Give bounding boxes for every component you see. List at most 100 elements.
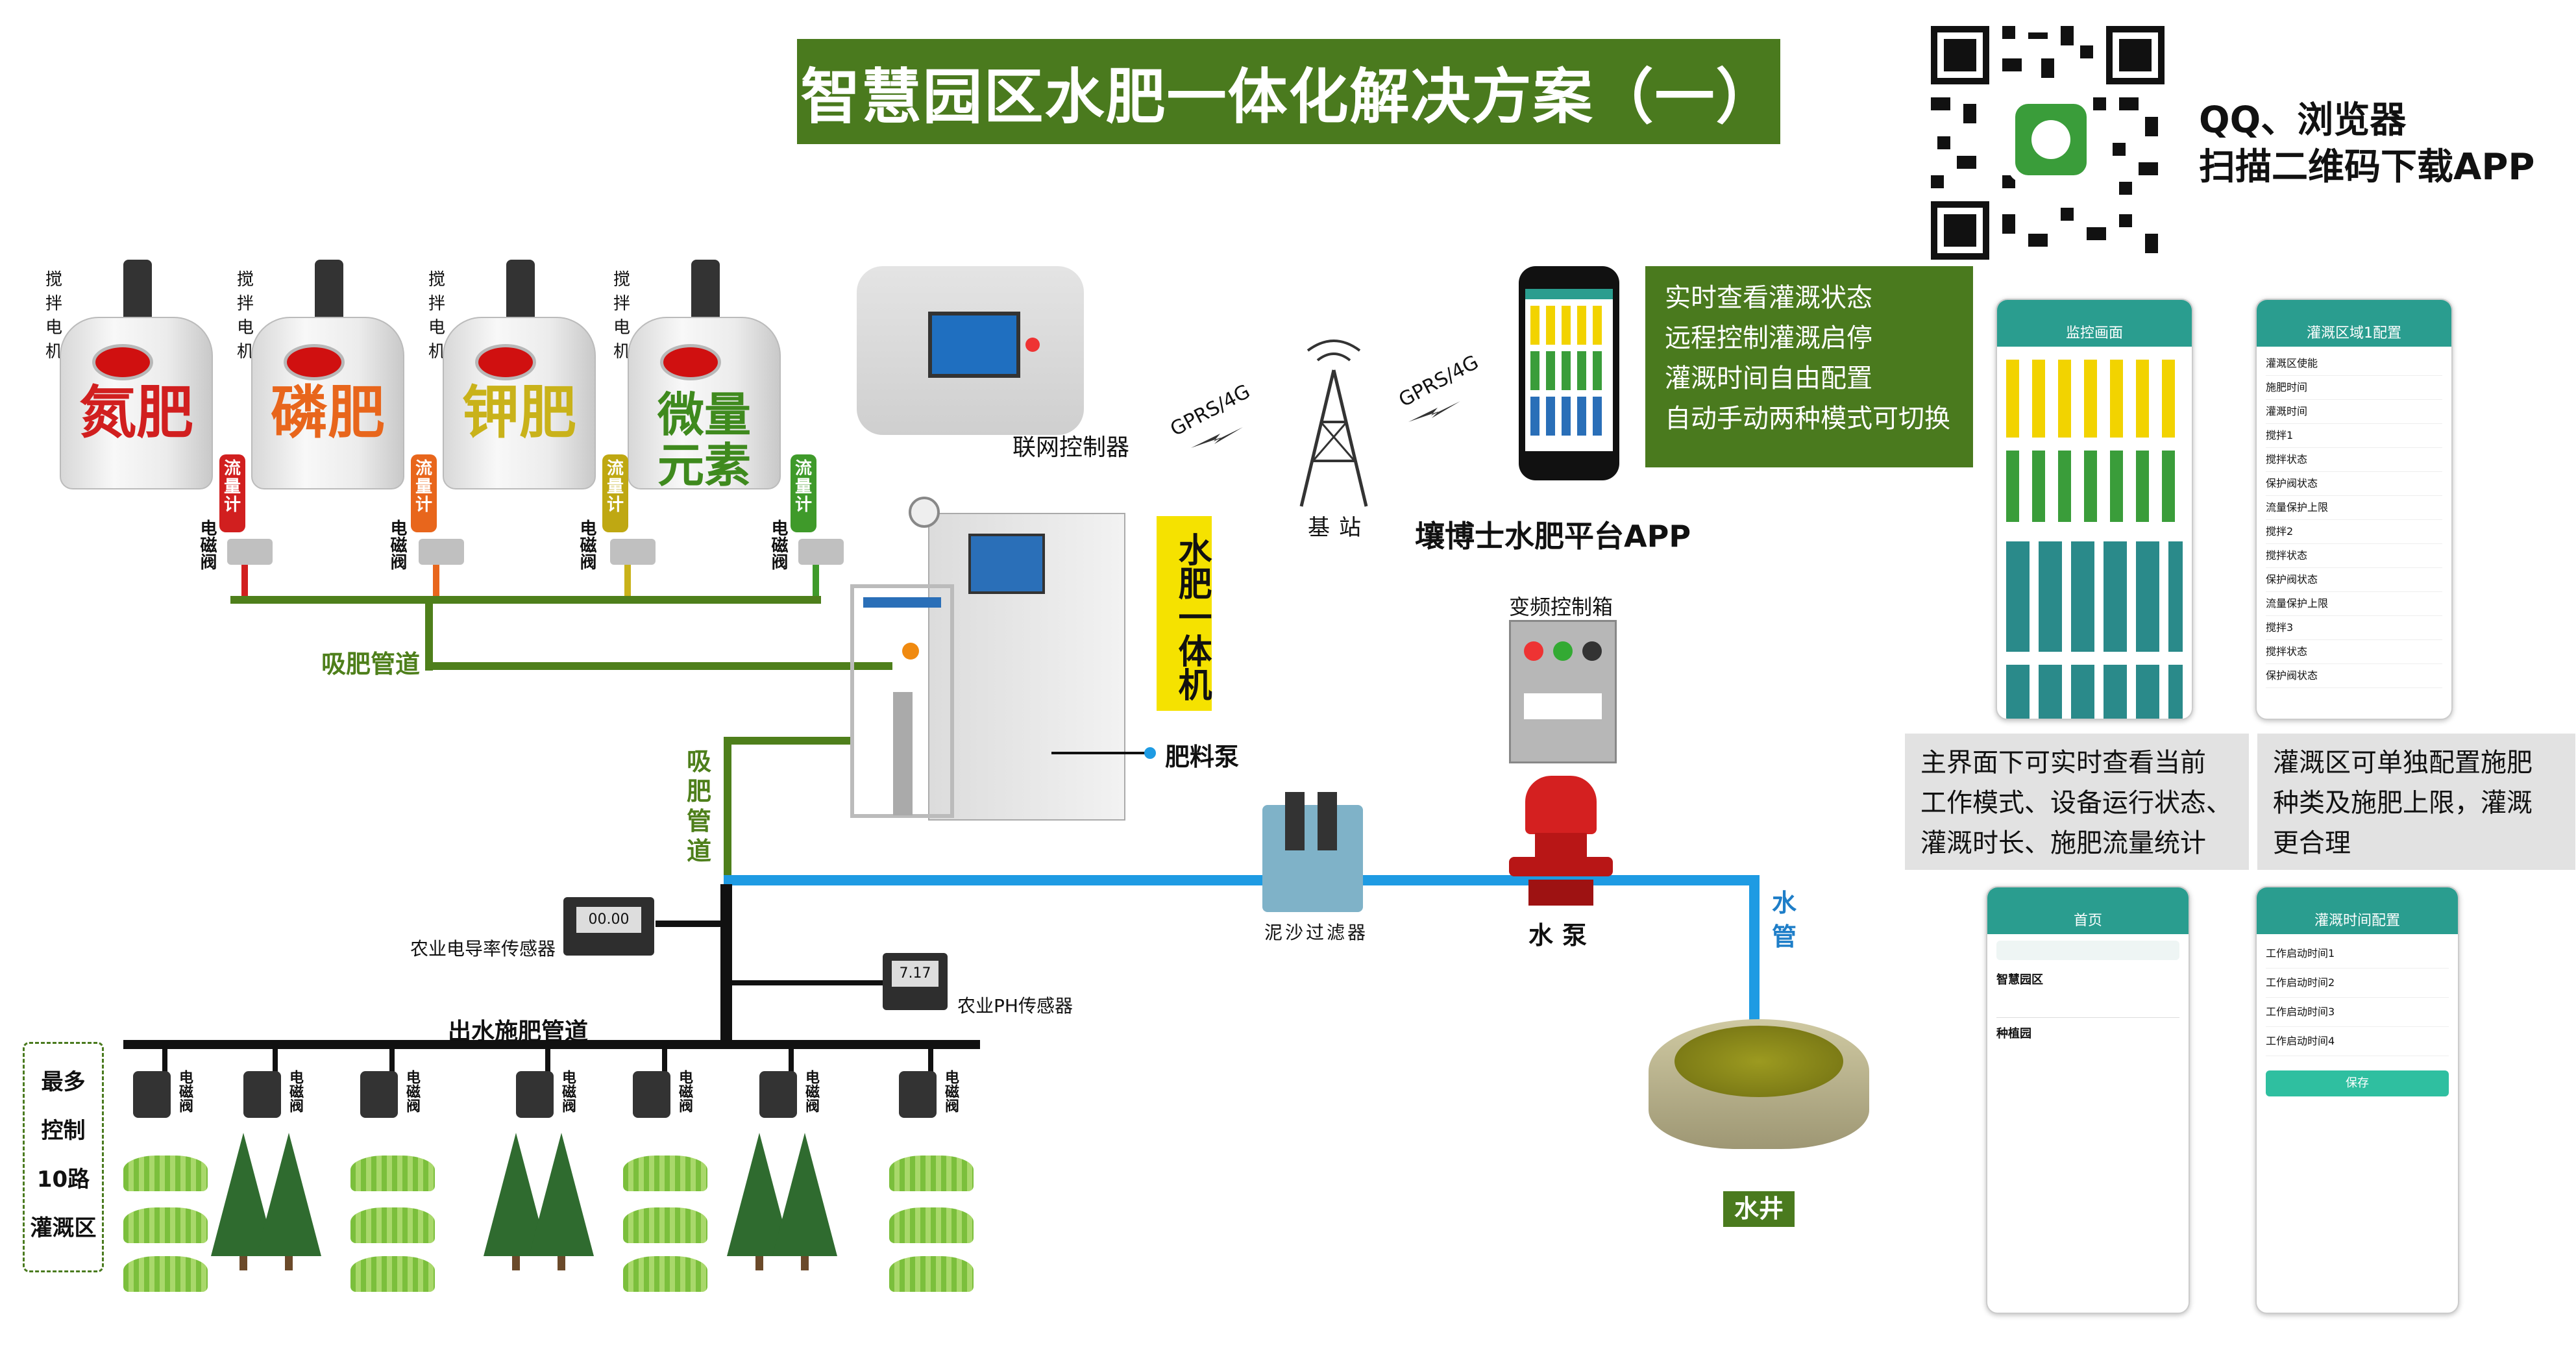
zones-box-line: 灌溉区 bbox=[30, 1215, 97, 1241]
vfd-indicator bbox=[1553, 641, 1573, 661]
grass-icon bbox=[350, 1207, 435, 1243]
filter-label: 泥沙过滤器 bbox=[1264, 922, 1369, 943]
config-row[interactable]: 保护阀状态 bbox=[2266, 568, 2442, 592]
home-item[interactable]: 智慧园区 bbox=[1996, 973, 2043, 987]
pump-pointer-dot bbox=[1144, 747, 1156, 759]
suction-manifold bbox=[230, 596, 821, 604]
tree-trunk bbox=[285, 1256, 293, 1270]
outlet-pipe bbox=[123, 1040, 980, 1049]
app-name: 壤博士水肥平台APP bbox=[1415, 519, 1691, 554]
vfd-display bbox=[1524, 693, 1602, 719]
qr-caption-line: 扫描二维码下载APP bbox=[2199, 146, 2535, 188]
water-pipe bbox=[724, 875, 1759, 885]
config-row[interactable]: 保护阀状态 bbox=[2266, 664, 2442, 688]
solenoid-valve-icon bbox=[759, 1071, 797, 1118]
lightning-icon bbox=[1191, 427, 1243, 448]
grass-icon bbox=[889, 1256, 974, 1292]
base-station-label: 基站 bbox=[1308, 515, 1370, 541]
suction-pipe bbox=[425, 596, 433, 671]
time-row[interactable]: 工作启动时间3 bbox=[2266, 998, 2449, 1027]
grass-icon bbox=[123, 1207, 208, 1243]
grass-icon bbox=[623, 1156, 707, 1191]
vfd-label: 变频控制箱 bbox=[1509, 595, 1613, 619]
valve-icon bbox=[419, 539, 464, 565]
well-water bbox=[1674, 1026, 1843, 1097]
config-row[interactable]: 施肥时间 bbox=[2266, 376, 2442, 400]
config-row[interactable]: 搅拌3 bbox=[2266, 616, 2442, 640]
tank-body: 氮肥 bbox=[60, 317, 213, 489]
zone-valve-label: 电磁阀 bbox=[559, 1070, 576, 1113]
config-row[interactable]: 搅拌1 bbox=[2266, 424, 2442, 448]
pressure-gauge-icon bbox=[909, 497, 940, 528]
time-row[interactable]: 工作启动时间1 bbox=[2266, 939, 2449, 969]
motor-icon bbox=[506, 260, 535, 325]
config-row[interactable]: 灌溉区使能 bbox=[2266, 352, 2442, 376]
vfd-indicator bbox=[1582, 641, 1602, 661]
config-row[interactable]: 保护阀状态 bbox=[2266, 472, 2442, 496]
grass-icon bbox=[623, 1207, 707, 1243]
valve-label: 电磁阀 bbox=[577, 519, 596, 570]
app-phone bbox=[1519, 266, 1619, 480]
config-row[interactable]: 搅拌状态 bbox=[2266, 448, 2442, 472]
well-label: 水井 bbox=[1723, 1191, 1795, 1227]
time-row[interactable]: 工作启动时间2 bbox=[2266, 969, 2449, 998]
water-pipe-label: 水管 bbox=[1772, 889, 1797, 951]
app-feature: 自动手动两种模式可切换 bbox=[1665, 404, 1950, 434]
sand-filter bbox=[1262, 792, 1363, 912]
phone-title: 监控画面 bbox=[1997, 321, 2192, 347]
tank-body: 微量元素 bbox=[628, 317, 781, 491]
phone-title: 灌溉区域1配置 bbox=[2257, 321, 2451, 347]
grass-icon bbox=[889, 1156, 974, 1191]
tree-icon bbox=[772, 1133, 837, 1256]
config-row[interactable]: 灌溉时间 bbox=[2266, 400, 2442, 424]
controller-device bbox=[857, 266, 1084, 435]
grass-icon bbox=[350, 1256, 435, 1292]
suction-pipe-vertical-label: 吸肥管道 bbox=[687, 747, 712, 865]
config-row[interactable]: 搅拌状态 bbox=[2266, 544, 2442, 568]
water-well bbox=[1649, 1000, 1869, 1149]
config-row[interactable]: 搅拌2 bbox=[2266, 520, 2442, 544]
tree-trunk bbox=[755, 1256, 763, 1270]
home-item[interactable]: 种植园 bbox=[1996, 1027, 2031, 1041]
save-button[interactable]: 保存 bbox=[2266, 1070, 2449, 1096]
controller-light bbox=[1025, 338, 1040, 352]
ec-display: 00.00 bbox=[576, 907, 641, 933]
tank-lid-icon bbox=[660, 344, 721, 380]
zone-valve-label: 电磁阀 bbox=[942, 1070, 959, 1113]
tree-icon bbox=[529, 1133, 594, 1256]
valve-icon bbox=[610, 539, 656, 565]
config-row[interactable]: 搅拌状态 bbox=[2266, 640, 2442, 664]
tank-label: 钾肥 bbox=[461, 379, 576, 446]
ph-display: 7.17 bbox=[892, 961, 938, 987]
valve-icon bbox=[227, 539, 273, 565]
qr-code-icon bbox=[1924, 19, 2171, 266]
page-title: 智慧园区水肥一体化解决方案（一） bbox=[797, 39, 1780, 144]
outlet-pipe-label: 出水施肥管道 bbox=[448, 1019, 589, 1045]
zone-valve-label: 电磁阀 bbox=[404, 1070, 420, 1113]
config-row[interactable]: 流量保护上限 bbox=[2266, 592, 2442, 616]
motor-label: 搅拌电机 bbox=[613, 270, 631, 362]
vfd-box bbox=[1509, 620, 1617, 763]
zone-drop-pipe bbox=[789, 1045, 794, 1074]
note-right: 灌溉区可单独配置施肥 种类及施肥上限，灌溉 更合理 bbox=[2257, 734, 2575, 870]
suction-pipe-label: 吸肥管道 bbox=[321, 650, 421, 678]
valve-label: 电磁阀 bbox=[197, 519, 217, 570]
pump-base bbox=[1528, 880, 1593, 906]
note-line: 工作模式、设备运行状态、 bbox=[1920, 788, 2232, 818]
note-line: 灌溉时长、施肥流量统计 bbox=[1920, 828, 2206, 858]
zone-valve-label: 电磁阀 bbox=[177, 1070, 193, 1113]
ec-sensor: 00.00 bbox=[563, 897, 654, 956]
suction-pipe bbox=[724, 737, 853, 745]
valve-label: 电磁阀 bbox=[768, 519, 788, 570]
config-row[interactable]: 流量保护上限 bbox=[2266, 496, 2442, 520]
drop-pipe bbox=[624, 565, 631, 599]
solenoid-valve-icon bbox=[899, 1071, 937, 1118]
time-row[interactable]: 工作启动时间4 bbox=[2266, 1027, 2449, 1056]
tank-body: 钾肥 bbox=[443, 317, 596, 489]
machine-frame bbox=[850, 584, 954, 818]
note-line: 种类及施肥上限，灌溉 bbox=[2273, 788, 2533, 818]
machine-screen bbox=[968, 534, 1045, 594]
zone-drop-pipe bbox=[928, 1045, 933, 1074]
filter-handle bbox=[1318, 792, 1337, 850]
